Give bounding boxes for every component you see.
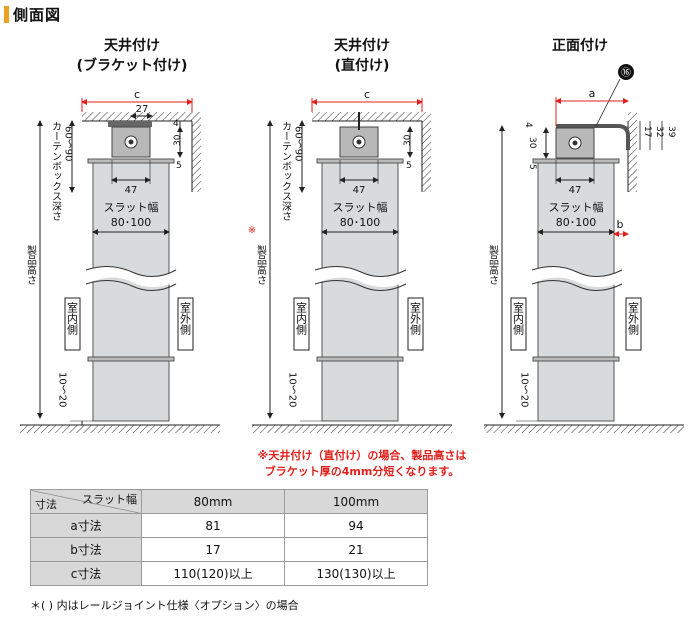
svg-text:製品高さ: 製品高さ	[255, 244, 267, 285]
svg-text:5: 5	[527, 164, 537, 170]
section-title: 側面図	[13, 5, 62, 24]
column-header: 80mm	[141, 489, 285, 514]
svg-text:室外側: 室外側	[627, 301, 640, 335]
header-accent-bar	[4, 5, 9, 23]
footnote: ＊( ) 内はレールジョイント仕様〈オプション〉の場合	[30, 599, 299, 612]
svg-text:室内側: 室内側	[295, 301, 308, 335]
svg-text:製品高さ: 製品高さ	[25, 244, 37, 285]
table-cell: 94	[284, 513, 428, 538]
svg-text:5: 5	[406, 161, 412, 171]
svg-text:a: a	[589, 87, 596, 100]
table-cell: 130(130)以上	[284, 561, 428, 586]
table-corner-cell: スラット幅 寸法	[30, 489, 142, 514]
svg-text:室外側: 室外側	[409, 301, 422, 335]
bracket	[108, 121, 152, 127]
diagram-2-title: 天井付け(直付け)	[334, 38, 390, 74]
diagram-1: c 27 4 30 5 47 スラット幅 80･100 カーテンボックス深さ 6…	[20, 88, 220, 433]
svg-text:c: c	[134, 88, 140, 101]
table-cell: 21	[284, 537, 428, 562]
svg-text:室内側: 室内側	[512, 301, 525, 335]
svg-text:80･100: 80･100	[111, 216, 152, 229]
table-cell: 81	[141, 513, 285, 538]
svg-text:b: b	[617, 218, 624, 231]
svg-text:47: 47	[353, 185, 366, 196]
table-row: c寸法 110(120)以上 130(130)以上	[30, 561, 428, 586]
svg-text:カーテンボックス深さ: カーテンボックス深さ	[50, 121, 62, 221]
svg-text:30: 30	[403, 134, 413, 146]
row-header: a寸法	[30, 513, 142, 538]
svg-text:スラット幅: スラット幅	[549, 201, 604, 214]
svg-text:スラット幅: スラット幅	[333, 201, 388, 214]
svg-text:10～20: 10～20	[519, 372, 530, 407]
wall-hatch	[192, 112, 201, 192]
svg-text:80･100: 80･100	[340, 216, 381, 229]
svg-text:⑯: ⑯	[621, 67, 631, 79]
svg-text:4: 4	[523, 122, 533, 128]
svg-text:32: 32	[654, 126, 664, 137]
side-view-diagrams: c 27 4 30 5 47 スラット幅 80･100 カーテンボックス深さ 6…	[20, 64, 684, 433]
svg-text:室外側: 室外側	[179, 301, 192, 335]
table-header-row: スラット幅 寸法 80mm 100mm	[30, 489, 428, 514]
svg-text:30: 30	[527, 137, 537, 149]
svg-text:10～20: 10～20	[57, 372, 68, 407]
row-header: b寸法	[30, 537, 142, 562]
diagram-3-title: 正面付け	[552, 38, 608, 54]
svg-text:5: 5	[176, 161, 182, 171]
svg-text:4: 4	[173, 119, 179, 129]
svg-text:39: 39	[666, 126, 676, 138]
svg-text:47: 47	[125, 185, 138, 196]
floor-hatch	[20, 425, 220, 433]
svg-text:47: 47	[569, 185, 582, 196]
svg-text:※: ※	[247, 225, 258, 236]
svg-text:カーテンボックス深さ: カーテンボックス深さ	[280, 121, 292, 221]
svg-text:80･100: 80･100	[556, 216, 597, 229]
table-row: a寸法 81 94	[30, 513, 428, 538]
svg-text:30: 30	[173, 134, 183, 146]
column-header: 100mm	[284, 489, 428, 514]
row-header: c寸法	[30, 561, 142, 586]
svg-text:室内側: 室内側	[66, 301, 79, 335]
svg-text:スラット幅: スラット幅	[104, 201, 159, 214]
svg-text:製品高さ: 製品高さ	[487, 244, 499, 285]
svg-text:60～90: 60～90	[63, 126, 74, 161]
part-number-badge	[618, 64, 634, 80]
svg-text:60～90: 60～90	[293, 126, 304, 161]
diagram-1-title: 天井付け(ブラケット付け)	[76, 38, 188, 74]
diagram-2: c 30 5 47 スラット幅 80･100 カーテンボックス深さ 60～90 …	[247, 88, 452, 433]
svg-text:c: c	[364, 88, 370, 101]
diagram-3: ⑯ a b 4 30 5 17 32 39 47 スラット幅 80･100	[484, 64, 684, 433]
height-note: ※天井付け（直付け）の場合、製品高さは ブラケット厚の4mm分短くなります。	[257, 449, 467, 478]
svg-text:17: 17	[642, 126, 652, 137]
table-cell: 110(120)以上	[141, 561, 285, 586]
dimension-table: スラット幅 寸法 80mm 100mm a寸法 81 94 b寸法 17 21 …	[30, 489, 428, 586]
table-cell: 17	[141, 537, 285, 562]
svg-text:10～20: 10～20	[287, 372, 298, 407]
svg-text:27: 27	[136, 104, 149, 115]
section-header: 側面図	[4, 4, 61, 24]
table-row: b寸法 17 21	[30, 537, 428, 562]
